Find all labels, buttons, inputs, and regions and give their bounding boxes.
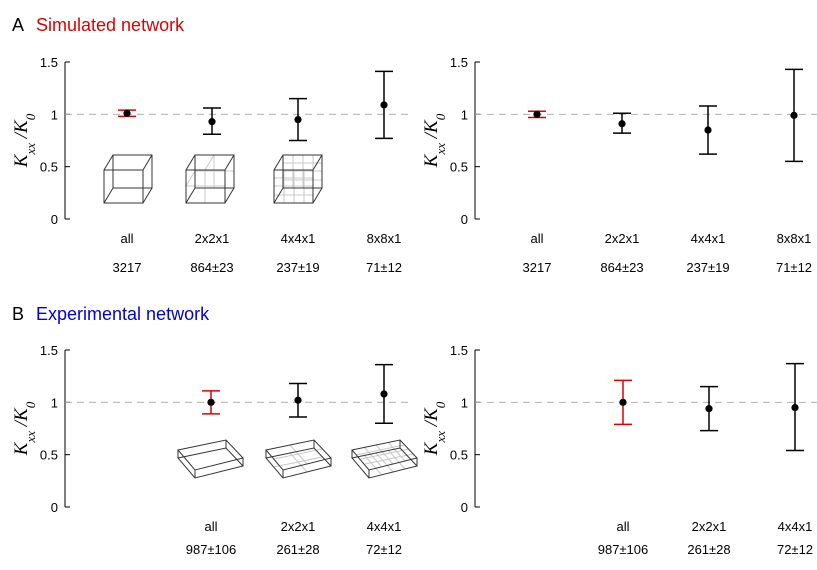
- mean-point: [619, 398, 627, 406]
- y-tick-label: 1.5: [40, 343, 58, 358]
- panel-b-letter: B: [12, 304, 24, 324]
- count-label: 237±19: [686, 260, 729, 275]
- category-label: 2x2x1: [692, 519, 727, 534]
- mean-point: [380, 390, 388, 398]
- y-tick-label: 0: [461, 500, 468, 515]
- y-tick-label: 1.5: [40, 55, 58, 70]
- mean-point: [380, 101, 388, 109]
- count-label: 72±12: [366, 542, 402, 557]
- category-label: all: [616, 519, 629, 534]
- y-tick-label: 0: [51, 212, 58, 227]
- y-axis-label: Kxx /K0: [421, 113, 448, 168]
- y-tick-label: 1: [51, 395, 58, 410]
- mean-point: [294, 396, 302, 404]
- panel-b-title: Experimental network: [36, 304, 210, 324]
- category-label: 4x4x1: [691, 231, 726, 246]
- category-label: 2x2x1: [281, 519, 316, 534]
- category-label: all: [204, 519, 217, 534]
- y-tick-label: 0.5: [40, 160, 58, 175]
- count-label: 71±12: [776, 260, 812, 275]
- count-label: 3217: [113, 260, 142, 275]
- count-label: 864±23: [190, 260, 233, 275]
- y-tick-label: 1.5: [450, 343, 468, 358]
- category-label: 4x4x1: [778, 519, 813, 534]
- category-label: 8x8x1: [777, 231, 812, 246]
- count-label: 987±106: [186, 542, 237, 557]
- mean-point: [533, 110, 541, 118]
- count-label: 261±28: [276, 542, 319, 557]
- cube-2x2x1-icon: [185, 154, 235, 204]
- category-label: 4x4x1: [367, 519, 402, 534]
- y-tick-label: 0: [51, 500, 58, 515]
- y-tick-label: 1: [51, 107, 58, 122]
- mean-point: [790, 111, 798, 119]
- count-label: 987±106: [598, 542, 649, 557]
- y-axis-label: Kxx /K0: [421, 401, 448, 456]
- count-label: 261±28: [687, 542, 730, 557]
- cube-4x4x1-icon: [273, 154, 323, 204]
- count-label: 71±12: [366, 260, 402, 275]
- category-label: 2x2x1: [195, 231, 230, 246]
- slab-undivided-icon: [177, 439, 244, 479]
- slab-4x4x1-icon: [351, 439, 418, 479]
- y-tick-label: 0.5: [40, 448, 58, 463]
- y-tick-label: 1: [461, 395, 468, 410]
- mean-point: [618, 120, 626, 128]
- mean-point: [791, 403, 799, 412]
- mean-point: [705, 405, 713, 413]
- y-tick-label: 1: [461, 107, 468, 122]
- mean-point: [208, 118, 216, 126]
- y-axis-label: Kxx /K0: [11, 401, 38, 456]
- category-label: all: [530, 231, 543, 246]
- y-tick-label: 1.5: [450, 55, 468, 70]
- mean-point: [207, 398, 215, 406]
- slab-2x2x1-icon: [265, 439, 332, 479]
- panel-a-title: Simulated network: [36, 15, 185, 35]
- category-label: all: [120, 231, 133, 246]
- mean-point: [704, 126, 712, 134]
- cube-undivided-icon: [103, 154, 153, 204]
- y-tick-label: 0: [461, 212, 468, 227]
- panel-a-letter: A: [12, 15, 24, 35]
- y-tick-label: 0.5: [450, 448, 468, 463]
- category-label: 2x2x1: [605, 231, 640, 246]
- count-label: 237±19: [276, 260, 319, 275]
- category-label: 8x8x1: [367, 231, 402, 246]
- mean-point: [294, 115, 302, 124]
- count-label: 864±23: [600, 260, 643, 275]
- count-label: 3217: [523, 260, 552, 275]
- y-axis-label: Kxx /K0: [11, 113, 38, 168]
- count-label: 72±12: [777, 542, 813, 557]
- y-tick-label: 0.5: [450, 160, 468, 175]
- category-label: 4x4x1: [281, 231, 316, 246]
- mean-point: [123, 109, 131, 117]
